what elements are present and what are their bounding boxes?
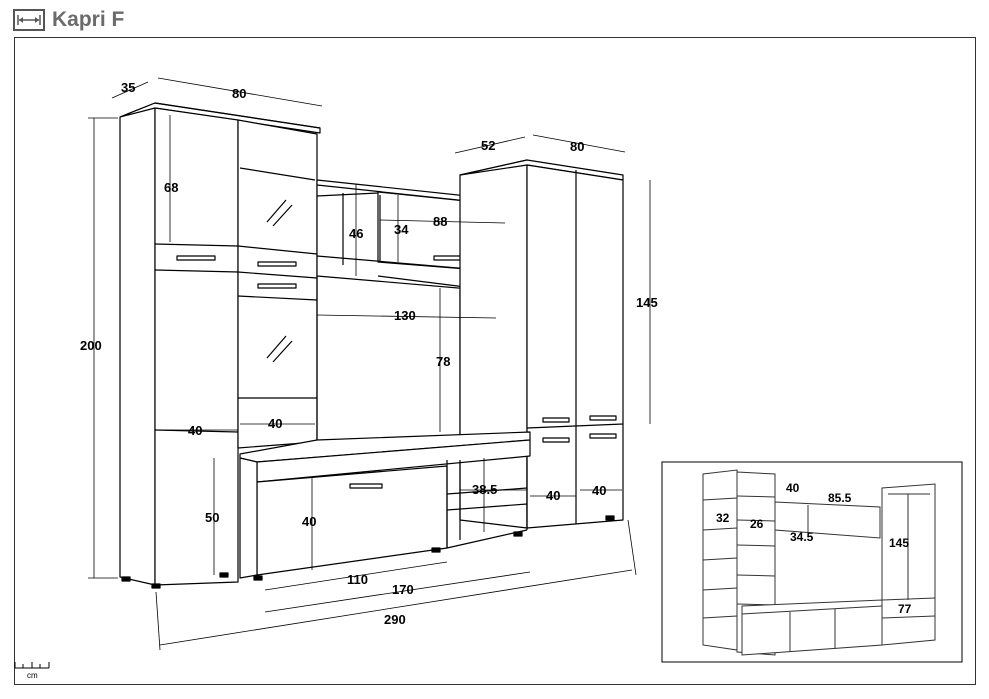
dim-opening-height: 78 <box>436 354 450 369</box>
dim-left-inner-width: 40 <box>188 423 202 438</box>
dim-tv-shelf-height: 38.5 <box>472 482 497 497</box>
dim-lower-height-left: 50 <box>205 510 219 525</box>
dim-left-door-width: 40 <box>268 416 282 431</box>
inset-dim-lower-depth: 34.5 <box>790 530 814 544</box>
inset-dim-top: 40 <box>786 481 800 495</box>
inset-dim-middle-shelf: 26 <box>750 517 764 531</box>
inset-view: 40 85.5 32 26 34.5 145 77 <box>661 461 963 663</box>
dim-right-drawer-right: 40 <box>592 483 606 498</box>
dim-tv-width-170: 170 <box>392 582 414 597</box>
dim-width-top-left: 80 <box>232 86 246 101</box>
product-title: Kapri F <box>52 8 125 31</box>
dim-glass-door-height: 68 <box>164 180 178 195</box>
main-dimension-labels: 35 80 52 80 68 46 34 88 130 78 200 145 4… <box>80 80 658 627</box>
dim-depth-right: 52 <box>481 138 495 153</box>
dim-depth-left: 35 <box>121 80 135 95</box>
dimension-lines <box>88 77 651 651</box>
dim-total-width: 290 <box>384 612 406 627</box>
dim-right-height: 145 <box>636 295 658 310</box>
dim-opening-width: 130 <box>394 308 416 323</box>
dim-shelf-height: 46 <box>349 226 363 241</box>
inset-dim-left-shelf: 32 <box>716 511 730 525</box>
main-furniture <box>119 102 624 589</box>
width-arrows-icon <box>13 9 45 31</box>
dim-wall-cabinet-height: 34 <box>394 222 409 237</box>
inset-dim-right-height: 145 <box>889 536 909 550</box>
ruler-icon <box>14 662 50 669</box>
dim-right-drawer-left: 40 <box>546 488 560 503</box>
dim-total-height: 200 <box>80 338 102 353</box>
dim-tv-width-110: 110 <box>347 572 368 587</box>
inset-dim-width: 85.5 <box>828 491 852 505</box>
drawing-frame <box>14 37 976 685</box>
inset-dim-right-width: 77 <box>898 602 912 616</box>
dim-wall-cabinet-width: 88 <box>433 214 447 229</box>
scale-unit: cm <box>27 671 38 680</box>
dim-width-top-right: 80 <box>570 139 584 154</box>
dim-lower-height-mid: 40 <box>302 514 316 529</box>
header: Kapri F <box>0 0 989 40</box>
